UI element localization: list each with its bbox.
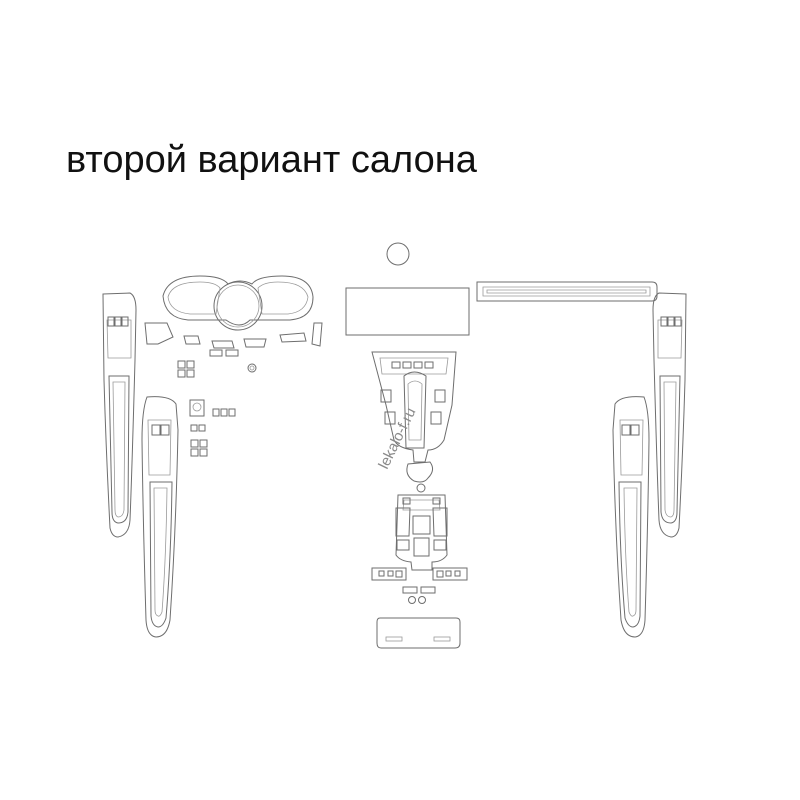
dashboard-small-trims	[144, 322, 323, 357]
gear-selector-trim	[406, 461, 434, 493]
left-outer-door-trim	[102, 292, 137, 538]
watermark-text: lekalo-f.ru	[375, 405, 419, 472]
right-outer-door-trim	[652, 292, 687, 538]
tunnel-console-trim	[395, 494, 448, 571]
rear-console-trim	[376, 617, 461, 649]
seat-heating-buttons	[371, 567, 468, 604]
switch-buttons-left	[177, 360, 257, 457]
page-title: второй вариант салона	[66, 139, 477, 181]
round-cover	[386, 242, 410, 266]
right-inner-door-trim	[612, 396, 650, 638]
multimedia-screen-film	[345, 287, 470, 336]
dashboard-decor-strip	[476, 281, 658, 302]
instrument-cluster-cover	[162, 275, 314, 331]
left-inner-door-trim	[141, 396, 179, 638]
center-console-panel	[371, 351, 457, 463]
